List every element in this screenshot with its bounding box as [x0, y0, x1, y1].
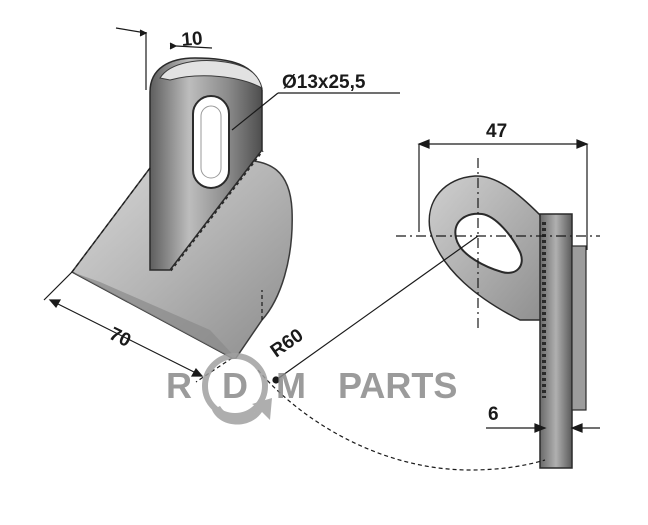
- blade-edge-shade: [72, 272, 236, 358]
- brand-watermark: R D M PARTS: [166, 353, 457, 425]
- lug-slot-inner: [200, 105, 222, 179]
- label-length-70: 70: [106, 324, 134, 352]
- blade-3d-view: [70, 57, 293, 359]
- label-width-10: 10: [181, 28, 204, 51]
- brand-letter-m: M: [276, 365, 306, 406]
- brand-word-parts: PARTS: [338, 365, 457, 406]
- brand-logo-ring: [202, 353, 268, 419]
- label-thickness-6: 6: [488, 404, 499, 425]
- blade-side-view: [428, 175, 587, 469]
- side-blade-thickness: [539, 213, 573, 469]
- label-slot-size: Ø13x25,5: [282, 72, 366, 93]
- side-blade-back: [571, 245, 587, 411]
- label-width-47: 47: [486, 121, 507, 142]
- brand-logo-arrow: [212, 398, 272, 425]
- dimensions-left: [43, 27, 400, 383]
- brand-letter-r: R: [166, 365, 192, 406]
- label-radius-r60: R60: [267, 325, 308, 362]
- lug-top-face: [159, 60, 263, 89]
- brand-letter-d: D: [222, 365, 248, 406]
- lug-slot: [192, 95, 230, 189]
- side-slot: [454, 212, 523, 274]
- dimensions-right: [257, 139, 600, 471]
